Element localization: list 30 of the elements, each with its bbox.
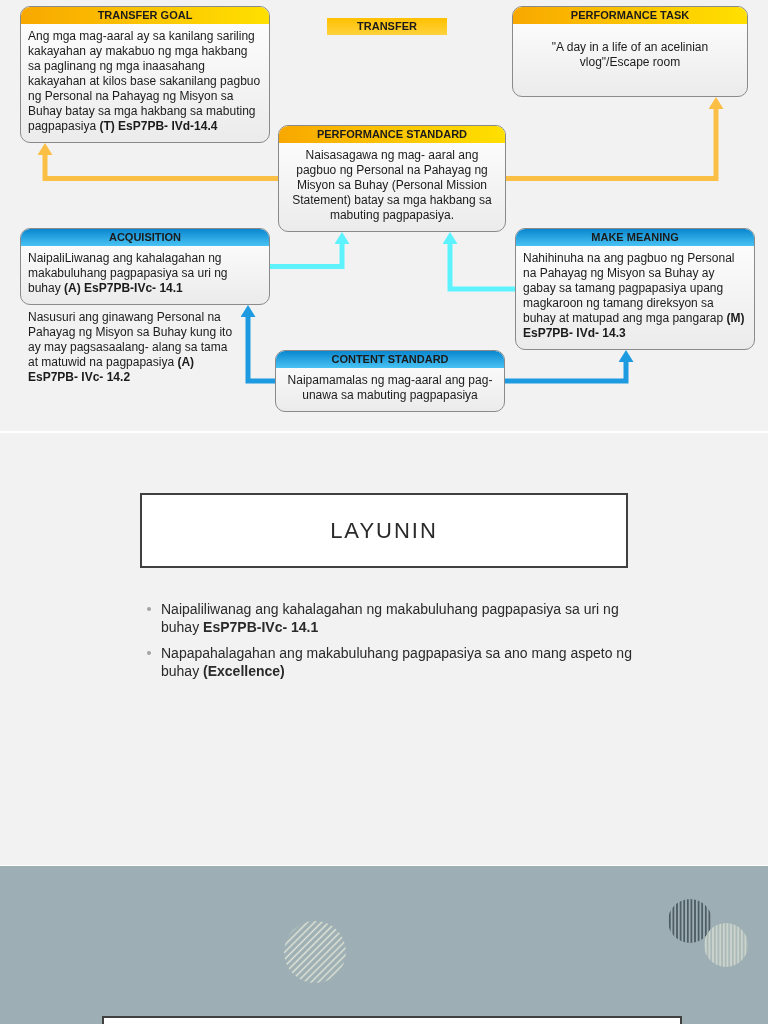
content-card (20, 6, 270, 143)
card-text: Nahihinuha na ang pagbuo ng Personal na Pahayag ng Misyon sa Buhay ay gabay sa tamang pagpapasiya upang magkaroon ng tamang direksyon sa buhay at matupad ang mga pangarap (M) EsP7PB- IVd- 14.3 (522, 250, 746, 342)
card-text: Naisasagawa ng mag- aaral ang pagbuo ng Personal na Pahayag ng Misyon sa Buhay (Personal Mission Statement) batay sa mga hakbang sa mabuting pagpapasiya. (291, 147, 493, 224)
arrow (39, 143, 278, 181)
content-card (512, 6, 748, 97)
card-text: Ang mga mag-aaral ay sa kanilang sariling kakayahan ay makabuo ng mga hakbang sa paglinang ng mga inaasahang kakayahan at kilos base sakanilang pagbuo ng Personal na Pahayag ng Misyon sa Buhay batay sa mga hakbang sa mabuting pagpapasiya (T) EsP7PB- IVd-14.4 (27, 28, 262, 135)
card-text: Naipamamalas ng mag-aaral ang pag- unawa sa mabuting pagpapasiya (286, 372, 494, 404)
title-box (102, 1016, 682, 1024)
card-heading: MAKE MEANING (516, 229, 754, 246)
content-card (275, 350, 505, 412)
card-heading: TRANSFER GOAL (21, 7, 269, 24)
card-heading: ACQUISITION (21, 229, 269, 246)
arrow (270, 232, 348, 269)
title-box: LAYUNIN (140, 493, 628, 568)
content-card (515, 228, 755, 350)
arrow (444, 232, 515, 292)
section-banner: TRANSFER (327, 18, 447, 35)
arrow (506, 97, 722, 181)
objective-text: Nasusuri ang ginawang Personal na Pahayag ng Misyon sa Buhay kung ito ay may pagsasaalang- alang sa tama at matuwid na pagpapasiya (A) EsP7PB- IVc- 14.2 (28, 310, 234, 385)
arrow (242, 305, 275, 384)
content-card (278, 125, 506, 232)
card-heading: PERFORMANCE TASK (513, 7, 747, 24)
content-card (20, 228, 270, 305)
card-heading: PERFORMANCE STANDARD (279, 126, 505, 143)
card-text: "A day in a life of an acelinian vlog"/Escape room (550, 39, 710, 71)
card-text: NaipaliLiwanag ang kahalagahan ng makabuluhang pagpapasiya sa uri ng buhay (A) EsP7PB-IVc- 14.1 (27, 250, 229, 297)
arrow (505, 350, 632, 384)
card-heading: CONTENT STANDARD (276, 351, 504, 368)
bullet-text: Naipaliliwanag ang kahalagahan ng makabuluhang pagpapasiya sa uri ng buhay EsP7PB-IVc- 14.1 (161, 600, 620, 636)
bullet-text: Napapahalagahan ang makabuluhang pagpapasiya sa ano mang aspeto ng buhay (Excellence) (161, 644, 633, 680)
